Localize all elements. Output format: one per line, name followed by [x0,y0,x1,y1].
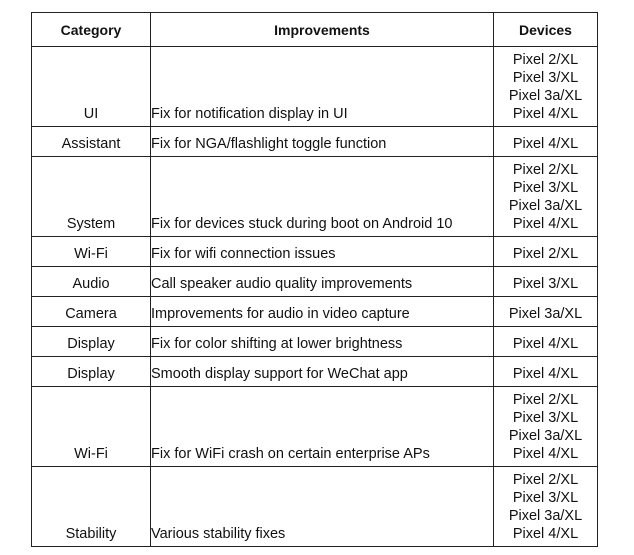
category-cell: Audio [31,266,151,297]
improvement-cell: Fix for devices stuck during boot on And… [150,156,494,237]
devices-cell: Pixel 2/XL Pixel 3/XL Pixel 3a/XL Pixel 4/X… [493,466,598,547]
devices-cell: Pixel 4/XL [493,356,598,387]
devices-cell: Pixel 3a/XL [493,296,598,327]
devices-cell: Pixel 2/XL Pixel 3/XL Pixel 3a/XL Pixel 4/X… [493,386,598,467]
device-label: Pixel 2/XL [512,162,579,178]
improvement-cell: Improvements for audio in video capture [150,296,494,327]
header-devices: Devices [493,12,598,47]
device-label: Pixel 2/XL [512,52,579,68]
device-label: Pixel 3a/XL [508,428,583,444]
device-label: Pixel 3a/XL [508,508,583,524]
improvement-cell: Call speaker audio quality improvements [150,266,494,297]
device-label: Pixel 3a/XL [508,198,583,214]
device-label: Pixel 3a/XL [508,306,583,322]
device-label: Pixel 4/XL [512,526,579,542]
device-label: Pixel 2/XL [512,472,579,488]
device-label: Pixel 4/XL [512,336,579,352]
devices-cell: Pixel 3/XL [493,266,598,297]
improvement-cell: Various stability fixes [150,466,494,547]
devices-cell: Pixel 2/XL Pixel 3/XL Pixel 3a/XL Pixel 4/X… [493,156,598,237]
device-label: Pixel 2/XL [512,246,579,262]
category-cell: UI [31,46,151,127]
device-label: Pixel 3/XL [512,180,579,196]
device-label: Pixel 4/XL [512,446,579,462]
improvement-cell: Smooth display support for WeChat app [150,356,494,387]
category-cell: System [31,156,151,237]
device-label: Pixel 3/XL [512,70,579,86]
category-cell: Wi-Fi [31,236,151,267]
devices-cell: Pixel 4/XL [493,326,598,357]
device-label: Pixel 4/XL [512,366,579,382]
device-label: Pixel 3/XL [512,276,579,292]
improvement-cell: Fix for color shifting at lower brightne… [150,326,494,357]
category-cell: Wi-Fi [31,386,151,467]
header-improvements: Improvements [150,12,494,47]
category-cell: Assistant [31,126,151,157]
devices-cell: Pixel 2/XL Pixel 3/XL Pixel 3a/XL Pixel 4/X… [493,46,598,127]
device-label: Pixel 3/XL [512,410,579,426]
device-label: Pixel 4/XL [512,216,579,232]
improvement-cell: Fix for notification display in UI [150,46,494,127]
improvement-cell: Fix for wifi connection issues [150,236,494,267]
header-row: Category Improvements Devices [31,12,598,47]
devices-cell: Pixel 2/XL [493,236,598,267]
device-label: Pixel 4/XL [512,106,579,122]
device-label: Pixel 2/XL [512,392,579,408]
category-cell: Camera [31,296,151,327]
device-label: Pixel 4/XL [512,136,579,152]
header-category: Category [31,12,151,47]
device-label: Pixel 3/XL [512,490,579,506]
improvement-cell: Fix for NGA/flashlight toggle function [150,126,494,157]
improvement-cell: Fix for WiFi crash on certain enterprise… [150,386,494,467]
table-header: Category Improvements Devices [31,12,598,47]
category-cell: Stability [31,466,151,547]
devices-cell: Pixel 4/XL [493,126,598,157]
category-cell: Display [31,356,151,387]
category-cell: Display [31,326,151,357]
device-label: Pixel 3a/XL [508,88,583,104]
